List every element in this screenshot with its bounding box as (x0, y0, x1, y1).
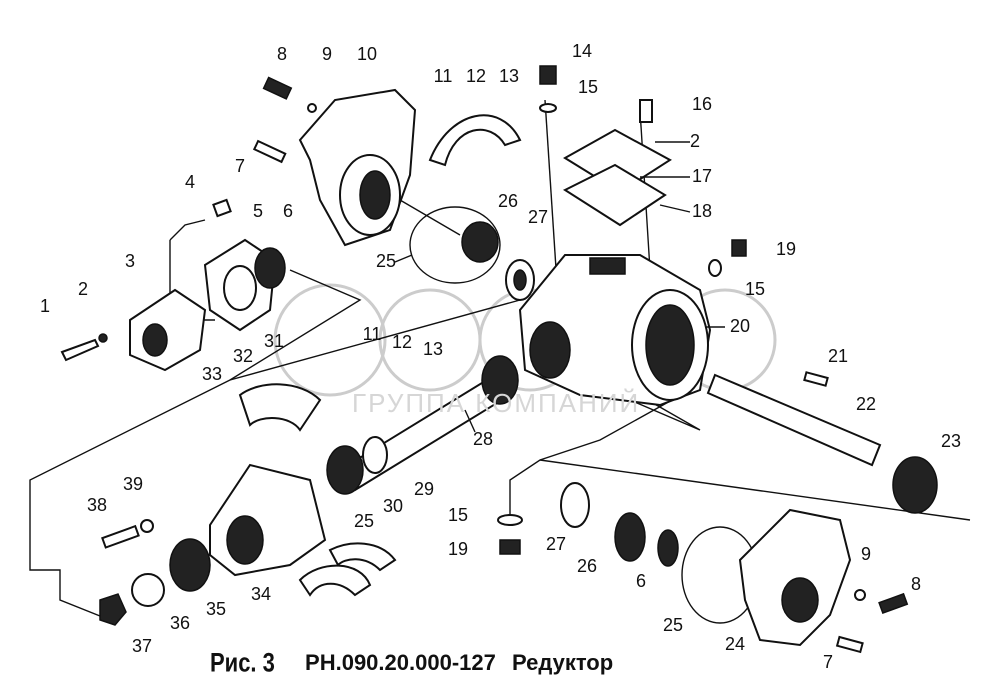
label: 15 (578, 77, 598, 97)
label: 3 (125, 251, 135, 271)
washer-36 (131, 573, 165, 607)
label: 24 (725, 634, 745, 654)
pin-7b (835, 635, 864, 654)
label: 31 (264, 331, 284, 351)
bolt-38 (101, 524, 140, 549)
label: 27 (546, 534, 566, 554)
label: 4 (185, 172, 195, 192)
label: 9 (322, 44, 332, 64)
label: 37 (132, 636, 152, 656)
label: 5 (253, 201, 263, 221)
bearing-35 (169, 538, 211, 592)
o-ring-25 (409, 206, 501, 284)
label: 9 (861, 544, 871, 564)
label: 14 (572, 41, 592, 61)
bearing-26 (461, 221, 499, 263)
label: 23 (941, 431, 961, 451)
gear-23 (892, 456, 938, 514)
bearing-30 (326, 445, 364, 495)
label: 8 (911, 574, 921, 594)
label: 13 (423, 339, 443, 359)
flange-3 (129, 288, 207, 372)
label: 8 (277, 44, 287, 64)
shims-11-13 (428, 114, 522, 167)
ring-29 (362, 436, 388, 474)
seal-27b (560, 482, 590, 528)
bolt-16 (639, 99, 653, 123)
label: 7 (823, 652, 833, 672)
gasket-18 (562, 163, 667, 227)
label: 6 (636, 571, 646, 591)
label: 16 (692, 94, 712, 114)
label: 12 (392, 332, 412, 352)
label: 25 (663, 615, 683, 635)
label: 30 (383, 496, 403, 516)
label: 36 (170, 613, 190, 633)
label: 19 (776, 239, 796, 259)
fitting-4 (212, 198, 232, 218)
label: 17 (692, 166, 712, 186)
screw-8b (878, 592, 909, 615)
bearing-26b (614, 512, 646, 562)
label: 19 (448, 539, 468, 559)
label: 32 (233, 346, 253, 366)
label: 10 (357, 44, 377, 64)
plug-19b (499, 539, 521, 555)
label: 2 (690, 131, 700, 151)
plug-19 (731, 239, 747, 257)
bearing-6 (254, 247, 286, 289)
label: 26 (577, 556, 597, 576)
cover-24 (738, 508, 852, 647)
label: 20 (730, 316, 750, 336)
pinion-gear (481, 355, 519, 405)
plug-14 (539, 65, 557, 85)
label: 7 (235, 156, 245, 176)
figure-caption: Рис. 3 РН.090.20.000-127 Редуктор (210, 647, 614, 678)
parts (60, 65, 938, 654)
drawing-code: РН.090.20.000-127 (305, 650, 496, 675)
label: 11 (363, 324, 382, 344)
part-labels: 8 9 10 14 15 16 2 17 18 11 12 13 7 4 5 6… (40, 41, 961, 672)
shims-31-33 (238, 383, 322, 432)
label: 38 (87, 495, 107, 515)
label: 39 (123, 474, 143, 494)
label: 6 (283, 201, 293, 221)
screw-8 (262, 76, 293, 100)
shaft-22 (706, 373, 882, 467)
cup-34 (209, 463, 327, 577)
figure-number: Рис. 3 (210, 647, 275, 678)
watermark-subtitle: ГРУППА КОМПАНИЙ (352, 388, 640, 418)
label: 29 (414, 479, 434, 499)
label: 13 (499, 66, 519, 86)
washer-2 (98, 333, 108, 343)
figure-title: Редуктор (511, 650, 614, 675)
label: 12 (466, 66, 486, 86)
label: 21 (828, 346, 848, 366)
key-21 (803, 371, 829, 387)
label: 1 (40, 296, 50, 316)
label: 11 (434, 66, 453, 86)
pin-7 (252, 139, 287, 164)
label: 18 (692, 201, 712, 221)
nut-37 (99, 593, 127, 626)
bolt-1 (60, 338, 100, 362)
leader-lines (394, 141, 725, 433)
label: 34 (251, 584, 271, 604)
label: 25 (376, 251, 396, 271)
label: 35 (206, 599, 226, 619)
bearing-6b (657, 529, 679, 567)
label: 2 (78, 279, 88, 299)
label: 25 (354, 511, 374, 531)
label: 15 (448, 505, 468, 525)
label: 15 (745, 279, 765, 299)
label: 27 (528, 207, 548, 227)
label: 22 (856, 394, 876, 414)
label: 26 (498, 191, 518, 211)
label: 33 (202, 364, 222, 384)
label: 28 (473, 429, 493, 449)
